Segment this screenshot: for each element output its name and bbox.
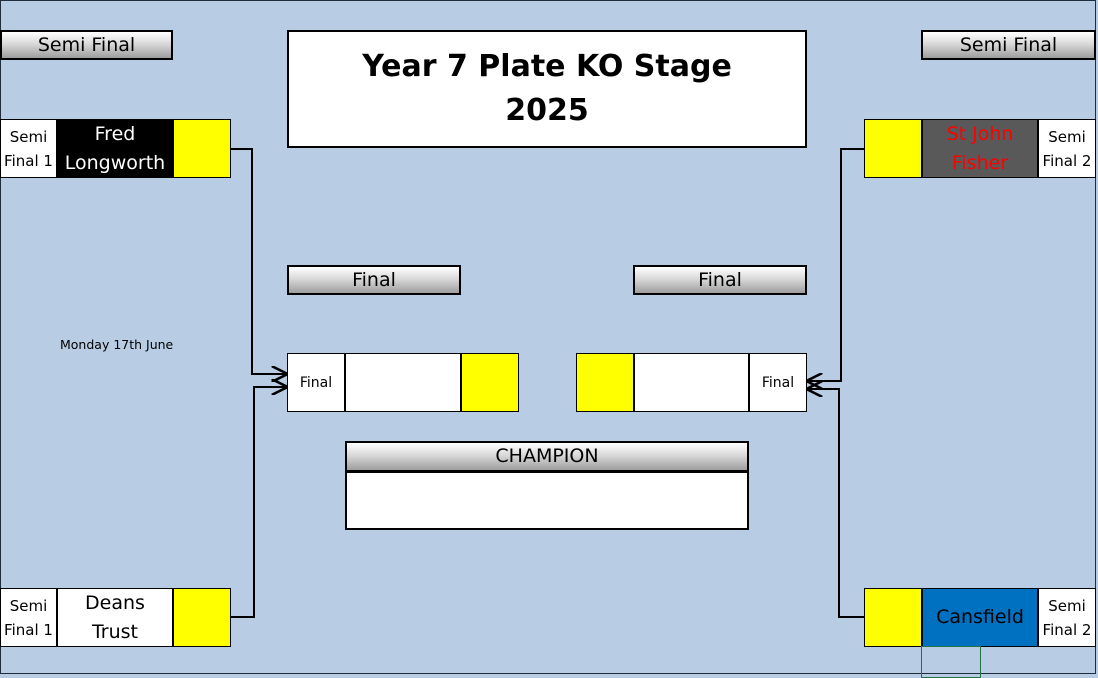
team-deans-trust[interactable]: Deans Trust	[57, 588, 173, 647]
semi-final-2-label-top[interactable]: Semi Final 2	[1038, 119, 1096, 178]
selected-cell-indicator[interactable]	[921, 646, 981, 678]
semi-final-1-label-top[interactable]: Semi Final 1	[0, 119, 57, 178]
final-label-left[interactable]: Final	[287, 353, 345, 412]
final-team-right[interactable]	[634, 353, 749, 412]
semi-final-header-right: Semi Final	[921, 30, 1096, 60]
title-line-2: 2025	[505, 93, 589, 128]
page-title: Year 7 Plate KO Stage 2025	[287, 30, 807, 148]
semi-final-1-label-bottom[interactable]: Semi Final 1	[0, 588, 57, 647]
final-header-left: Final	[287, 265, 461, 295]
semi-final-header-left: Semi Final	[0, 30, 173, 60]
score-fred-longworth[interactable]	[173, 119, 231, 178]
title-line-1: Year 7 Plate KO Stage	[362, 49, 732, 84]
score-deans-trust[interactable]	[173, 588, 231, 647]
team-st-john-fisher[interactable]: St John Fisher	[922, 119, 1038, 178]
final-header-right: Final	[633, 265, 807, 295]
score-cansfield[interactable]	[864, 588, 922, 647]
final-team-left[interactable]	[345, 353, 461, 412]
connector-right-top	[808, 148, 864, 381]
final-label-right[interactable]: Final	[749, 353, 807, 412]
team-cansfield[interactable]: Cansfield	[922, 588, 1038, 647]
connector-left-bottom	[231, 387, 286, 618]
team-fred-longworth[interactable]: Fred Longworth	[57, 119, 173, 178]
final-score-left[interactable]	[461, 353, 519, 412]
connector-right-bottom	[808, 389, 864, 618]
champion-cell[interactable]	[345, 471, 749, 530]
final-score-right[interactable]	[576, 353, 634, 412]
connector-left-top	[231, 148, 286, 374]
champion-header: CHAMPION	[345, 441, 749, 472]
semi-final-2-label-bottom[interactable]: Semi Final 2	[1038, 588, 1096, 647]
score-st-john-fisher[interactable]	[864, 119, 922, 178]
match-date-note: Monday 17th June	[60, 337, 174, 352]
